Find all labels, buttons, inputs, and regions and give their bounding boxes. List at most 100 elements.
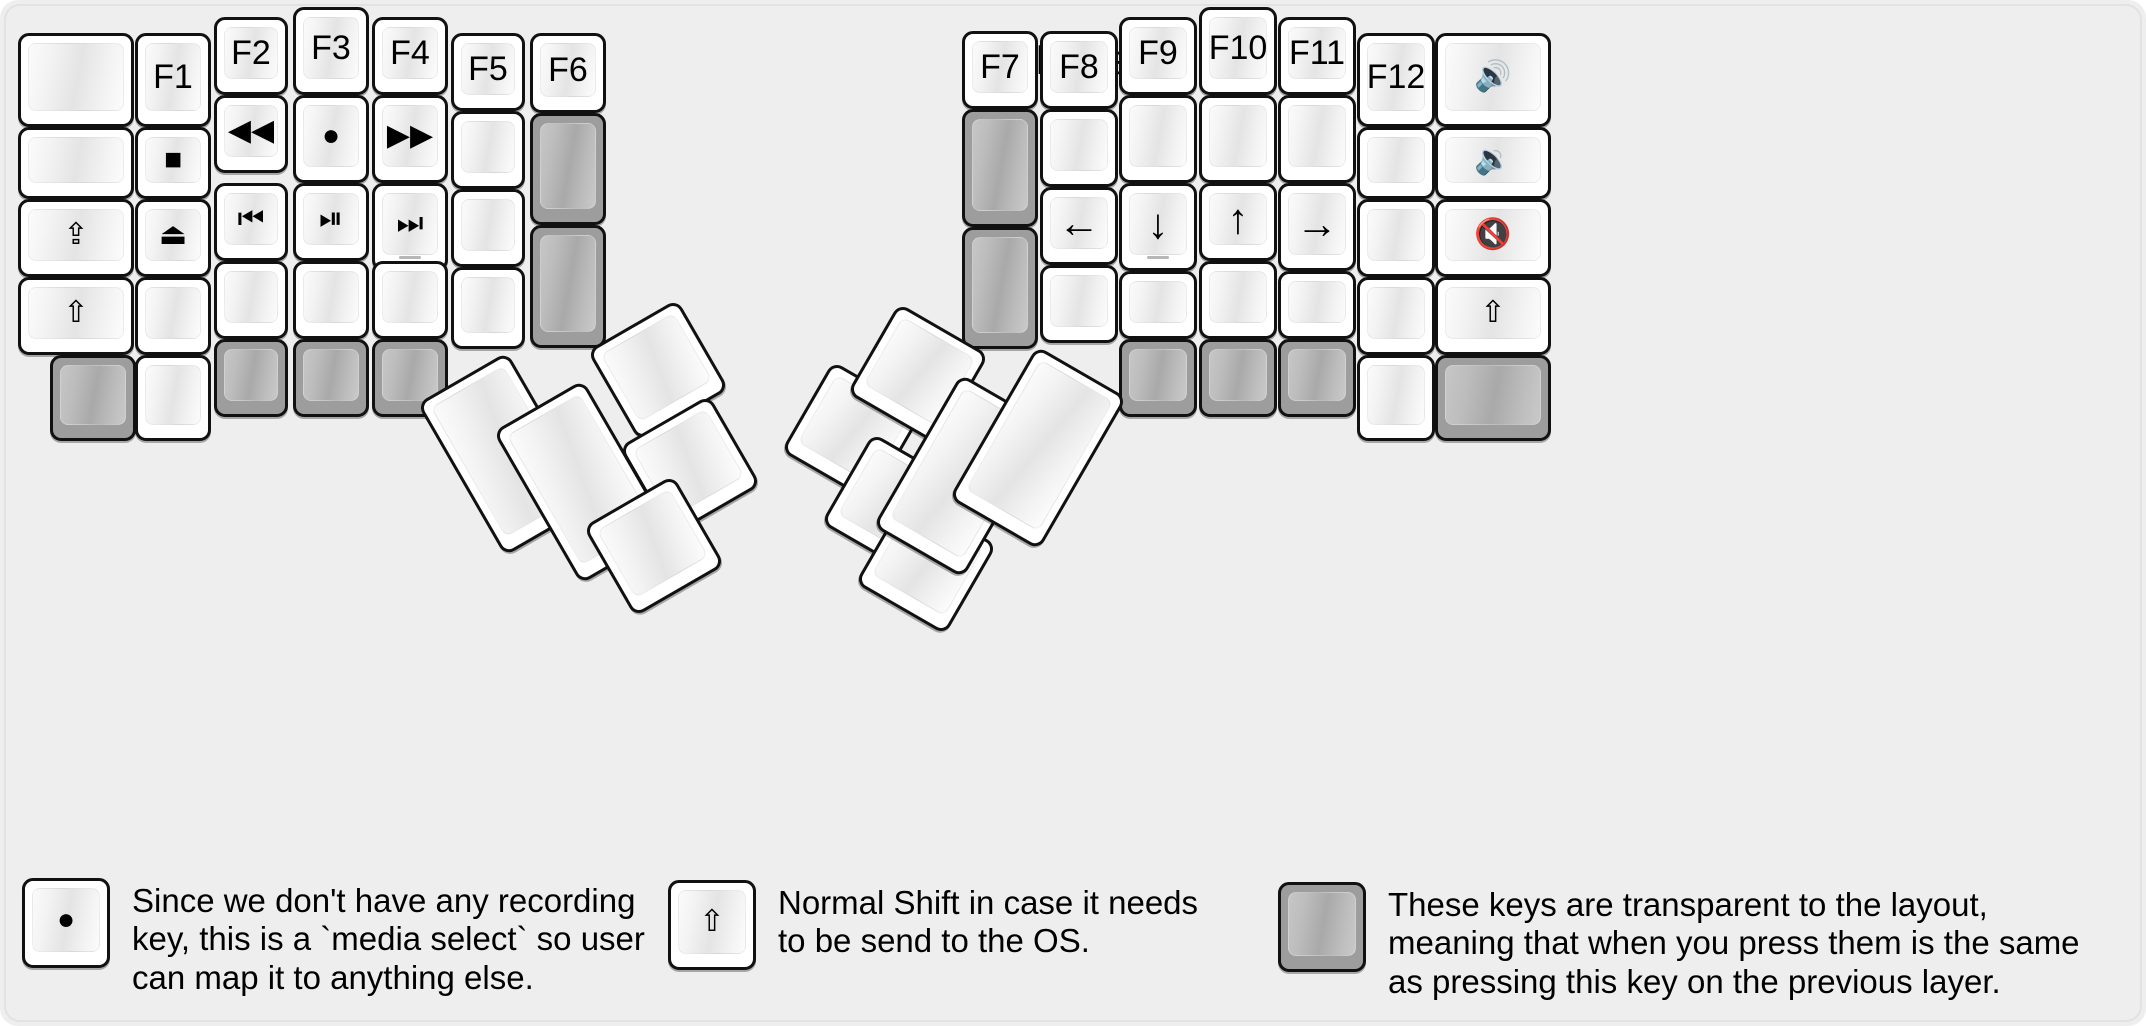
right-middle-key-blank[interactable]	[1199, 261, 1277, 339]
right-index-key-arrow-down[interactable]: ↓	[1119, 183, 1197, 271]
legend-note: These keys are transparent to the layout…	[1278, 882, 2080, 1001]
right-pinky-outer-key-volume-down[interactable]: 🔉	[1435, 127, 1551, 199]
right-inner-most-key-transparent[interactable]	[962, 109, 1038, 227]
right-ring-key-blank[interactable]	[1278, 95, 1356, 183]
legend-note-2-key-transparent	[1278, 882, 1366, 972]
left-index-key-fast-forward[interactable]: ▶▶	[372, 95, 448, 183]
left-middle-key-play-pause[interactable]: ⏯	[293, 183, 369, 261]
key-cap	[1209, 271, 1267, 323]
right-ring-key-blank[interactable]	[1278, 271, 1356, 339]
key-cap	[303, 349, 359, 401]
left-middle-key-transparent[interactable]	[293, 339, 369, 417]
left-pinky-outer-key-transparent[interactable]	[50, 355, 136, 441]
left-inner-most-key-transparent[interactable]	[530, 113, 606, 225]
left-index-inner-key-f5[interactable]: F5	[451, 33, 525, 111]
key-cap	[28, 137, 124, 183]
left-ring-key-f2[interactable]: F2	[214, 17, 288, 95]
right-inner-most-key-f7[interactable]: F7	[962, 31, 1038, 109]
play-pause-icon: ⏯	[319, 202, 343, 235]
left-pinky-key-blank[interactable]	[135, 355, 211, 441]
key-cap	[1288, 349, 1346, 401]
right-middle-key-transparent[interactable]	[1199, 339, 1277, 417]
key-label: F1	[153, 58, 193, 96]
left-index-inner-key-blank[interactable]	[451, 267, 525, 349]
key-label: F6	[548, 51, 588, 89]
left-ring-key-blank[interactable]	[214, 261, 288, 339]
right-index-inner-key-blank[interactable]	[1040, 109, 1118, 187]
key-cap	[1129, 349, 1187, 401]
shift-icon: ⇧	[1480, 296, 1506, 329]
left-ring-key-previous-track[interactable]: ⏮	[214, 183, 288, 261]
left-middle-key-blank[interactable]	[293, 261, 369, 339]
left-pinky-outer-key-shift[interactable]: ⇧	[18, 277, 134, 355]
left-inner-most-key-transparent[interactable]	[530, 225, 606, 348]
key-cap: ⏯	[303, 193, 359, 245]
right-middle-key-f10[interactable]: F10	[1199, 7, 1277, 95]
left-middle-key-record[interactable]: ●	[293, 95, 369, 183]
right-index-inner-key-f8[interactable]: F8	[1040, 31, 1118, 109]
right-index-key-blank[interactable]	[1119, 271, 1197, 339]
key-cap	[224, 271, 278, 323]
left-inner-most-key-f6[interactable]: F6	[530, 33, 606, 113]
shift-icon: ⇧	[63, 296, 89, 329]
right-pinky-outer-key-volume-mute[interactable]: 🔇	[1435, 199, 1551, 277]
left-index-inner-key-blank[interactable]	[451, 111, 525, 189]
left-pinky-outer-key-blank[interactable]	[18, 127, 134, 199]
right-middle-key-arrow-up[interactable]: ↑	[1199, 183, 1277, 261]
left-index-key-blank[interactable]	[372, 261, 448, 339]
left-index-inner-key-blank[interactable]	[451, 189, 525, 267]
left-pinky-key-f1[interactable]: F1	[135, 33, 211, 127]
left-ring-key-transparent[interactable]	[214, 339, 288, 417]
record-icon: ●	[56, 903, 76, 936]
right-index-inner-key-blank[interactable]	[1040, 265, 1118, 343]
left-pinky-outer-key-blank[interactable]	[18, 33, 134, 127]
left-pinky-key-stop[interactable]: ■	[135, 127, 211, 199]
left-index-key-f4[interactable]: F4	[372, 17, 448, 95]
left-ring-key-rewind[interactable]: ◀◀	[214, 95, 288, 173]
legend-note-key-wrapper: ⇧	[668, 880, 756, 970]
rewind-icon: ◀◀	[227, 114, 275, 147]
key-cap: F9	[1129, 27, 1187, 79]
right-ring-key-f11[interactable]: F11	[1278, 17, 1356, 95]
key-cap: ⇧	[678, 890, 746, 954]
right-ring-key-transparent[interactable]	[1278, 339, 1356, 417]
key-cap: F11	[1288, 27, 1346, 79]
right-index-key-f9[interactable]: F9	[1119, 17, 1197, 95]
left-index-key-transparent[interactable]	[372, 339, 448, 417]
left-middle-key-f3[interactable]: F3	[293, 7, 369, 95]
left-pinky-outer-key-caps-lock[interactable]: ⇪	[18, 199, 134, 277]
right-pinky-key-f12[interactable]: F12	[1357, 33, 1435, 127]
right-pinky-key-blank[interactable]	[1357, 277, 1435, 355]
right-pinky-outer-key-volume-up[interactable]: 🔊	[1435, 33, 1551, 127]
right-middle-key-blank[interactable]	[1199, 95, 1277, 183]
key-cap	[303, 271, 359, 323]
right-index-key-blank[interactable]	[1119, 95, 1197, 183]
key-cap: F2	[224, 27, 278, 79]
right-inner-most-key-transparent[interactable]	[962, 227, 1038, 349]
legend-footer: ●Since we don't have any recording key, …	[0, 872, 2146, 1026]
next-track-icon: ⏭	[396, 207, 424, 240]
arrow-up-icon: ↑	[1227, 195, 1249, 242]
key-label: F10	[1209, 29, 1267, 67]
right-pinky-key-blank[interactable]	[1357, 199, 1435, 277]
right-pinky-key-blank[interactable]	[1357, 127, 1435, 199]
right-pinky-outer-key-shift[interactable]: ⇧	[1435, 277, 1551, 355]
right-pinky-outer-key-transparent[interactable]	[1435, 355, 1551, 441]
legend-note-0-key-record: ●	[22, 878, 110, 968]
eject-icon: ⏏	[158, 218, 188, 251]
right-pinky-key-blank[interactable]	[1357, 355, 1435, 441]
right-ring-key-arrow-right[interactable]: →	[1278, 183, 1356, 271]
key-cap: ⇧	[28, 287, 124, 339]
key-cap: F4	[382, 27, 438, 79]
right-index-key-transparent[interactable]	[1119, 339, 1197, 417]
left-index-key-next-track[interactable]: ⏭	[372, 183, 448, 271]
key-cap	[60, 365, 126, 425]
key-cap	[1050, 275, 1108, 327]
volume-mute-icon: 🔇	[1474, 218, 1512, 251]
right-index-inner-key-arrow-left[interactable]: ←	[1040, 187, 1118, 265]
left-pinky-key-eject[interactable]: ⏏	[135, 199, 211, 277]
key-cap	[1129, 105, 1187, 167]
left-pinky-key-blank[interactable]	[135, 277, 211, 355]
legend-note: ●Since we don't have any recording key, …	[22, 878, 645, 997]
key-cap	[145, 287, 201, 339]
